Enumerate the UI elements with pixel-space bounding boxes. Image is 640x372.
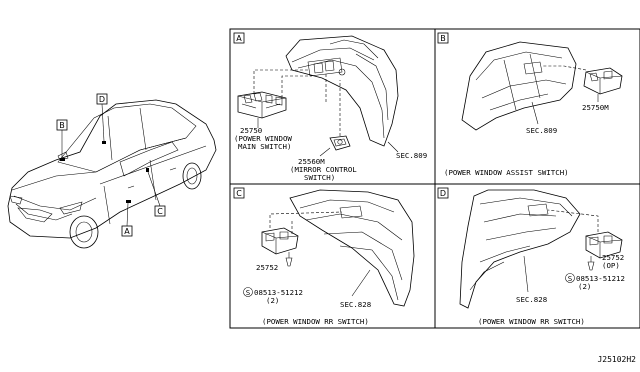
diagram-label: SEC.828 [340,300,371,309]
car-callout-c[interactable]: C [154,205,166,217]
diagram-label: SEC.809 [396,151,427,160]
diagram-label: S [568,274,572,283]
diagram-label: (MIRROR CONTROL [290,165,357,174]
diagram-label: 25750 [240,126,262,135]
diagram-label: 25752 [602,253,624,262]
diagram-label: 25750M [582,103,609,112]
diagram-label: (POWER WINDOW [234,134,292,143]
power-window-main-switch-part [237,91,287,119]
diagram-label: SWITCH) [304,173,335,182]
diagram-label: D [99,95,105,104]
diagram-label: B [59,121,65,130]
panel-c-letter-box [233,187,245,199]
panel-d-caption: (POWER WINDOW RR SWITCH) [478,317,585,326]
diagram-label: 08513-51212 [254,288,303,297]
diagram-label: (2) [266,296,279,305]
panel-c-caption: (POWER WINDOW RR SWITCH) [262,317,369,326]
car-callout-a[interactable]: A [121,225,133,237]
diagram-label: 25560M [298,157,325,166]
diagram-label: MAIN SWITCH) [238,142,291,151]
panel-b: B 25750M SEC.809 (POWER WINDOW ASSIST SW… [437,32,623,177]
power-window-rr-switch-part-d [585,231,623,259]
diagram-label: A [236,34,242,43]
panel-d-letter-box [437,187,449,199]
diagram-label: (2) [578,282,591,291]
diagram-label: S [246,288,250,297]
power-window-rr-switch-part-c [261,227,299,255]
mirror-control-switch-part [329,135,351,151]
diagram-label: C [236,189,242,198]
diagram-label: B [440,34,446,43]
panel-b-caption: (POWER WINDOW ASSIST SWITCH) [444,168,569,177]
diagram-label: 08513-51212 [576,274,625,283]
power-window-assist-switch-part [583,67,623,95]
vehicle-overview [7,99,217,249]
diagram-label: A [124,227,130,236]
panel-b-letter-box [437,32,449,44]
diagram-label: 25752 [256,263,278,272]
car-callout-d[interactable]: D [96,93,108,105]
diagram-label: C [157,207,163,216]
diagram-label: D [440,189,446,198]
diagram-label: SEC.809 [526,126,557,135]
panel-d: D 25752 (OP) S 08513-51212 (2) SEC.828 (… [437,187,625,326]
diagram-label: SEC.828 [516,295,547,304]
car-callout-b[interactable]: B [56,119,68,131]
panel-c: C 25752 S 08513-51212 (2) SEC.828 (POWER… [233,187,415,326]
diagram-label: (OP) [602,261,620,270]
panel-a: A [233,32,427,182]
diagram-code: J25102H2 [597,355,636,364]
panel-a-letter-box [233,32,245,44]
